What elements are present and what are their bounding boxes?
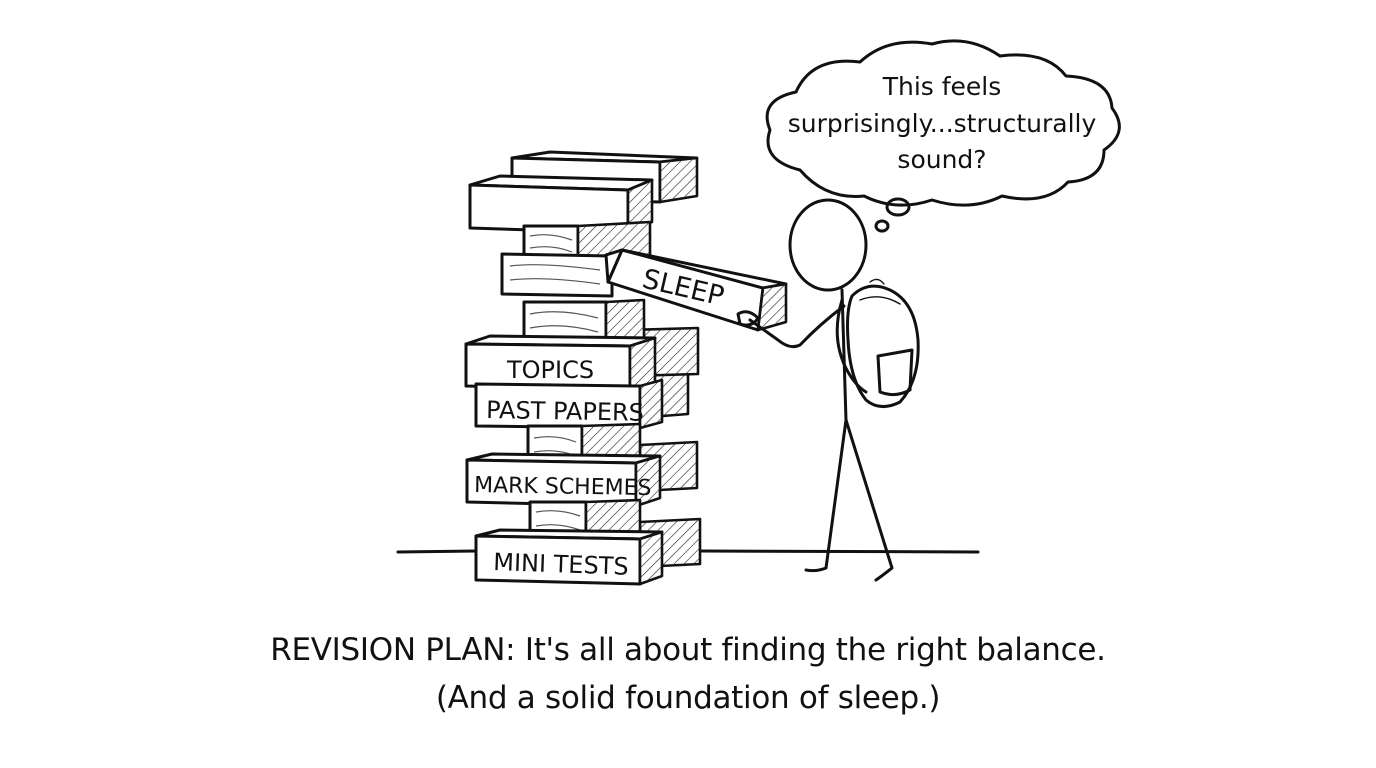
caption-line-1: REVISION PLAN: It's all about finding th… bbox=[270, 632, 1106, 668]
thought-dot-large bbox=[885, 197, 911, 217]
block-lower bbox=[528, 498, 642, 540]
thought-bubble: This feels surprisingly...structurally s… bbox=[765, 39, 1121, 233]
thought-line-1: This feels bbox=[882, 72, 1002, 101]
block-label-mark-schemes: MARK SCHEMES bbox=[474, 473, 652, 501]
block-past-papers: PAST PAPERS bbox=[474, 378, 664, 430]
caption-line-2: (And a solid foundation of sleep.) bbox=[435, 680, 941, 716]
stick-figure bbox=[736, 198, 920, 582]
ground-line bbox=[396, 549, 980, 554]
block-label-mini-tests: MINI TESTS bbox=[493, 548, 629, 581]
body bbox=[840, 288, 848, 422]
hand bbox=[736, 310, 760, 327]
block-label-topics: TOPICS bbox=[506, 356, 594, 384]
block-label-past-papers: PAST PAPERS bbox=[486, 396, 644, 427]
block-fifth bbox=[522, 298, 646, 348]
thought-line-2: surprisingly...structurally bbox=[788, 109, 1097, 138]
block-topics: TOPICS bbox=[464, 334, 657, 392]
thought-dot-small bbox=[874, 219, 890, 233]
left-leg bbox=[804, 418, 848, 573]
backpack bbox=[846, 278, 920, 408]
head bbox=[788, 198, 868, 292]
block-mini-tests: MINI TESTS bbox=[474, 528, 664, 586]
block-second bbox=[468, 174, 654, 235]
right-leg bbox=[844, 418, 894, 582]
thought-line-3: sound? bbox=[897, 145, 986, 174]
block-fourth bbox=[500, 252, 614, 298]
arm bbox=[748, 304, 846, 349]
jenga-tower: TOPICS PAST PAPERS MARK SCHEMES bbox=[464, 150, 702, 586]
block-mark-schemes: MARK SCHEMES bbox=[465, 452, 662, 508]
block-sleep: SLEEP bbox=[604, 248, 788, 332]
